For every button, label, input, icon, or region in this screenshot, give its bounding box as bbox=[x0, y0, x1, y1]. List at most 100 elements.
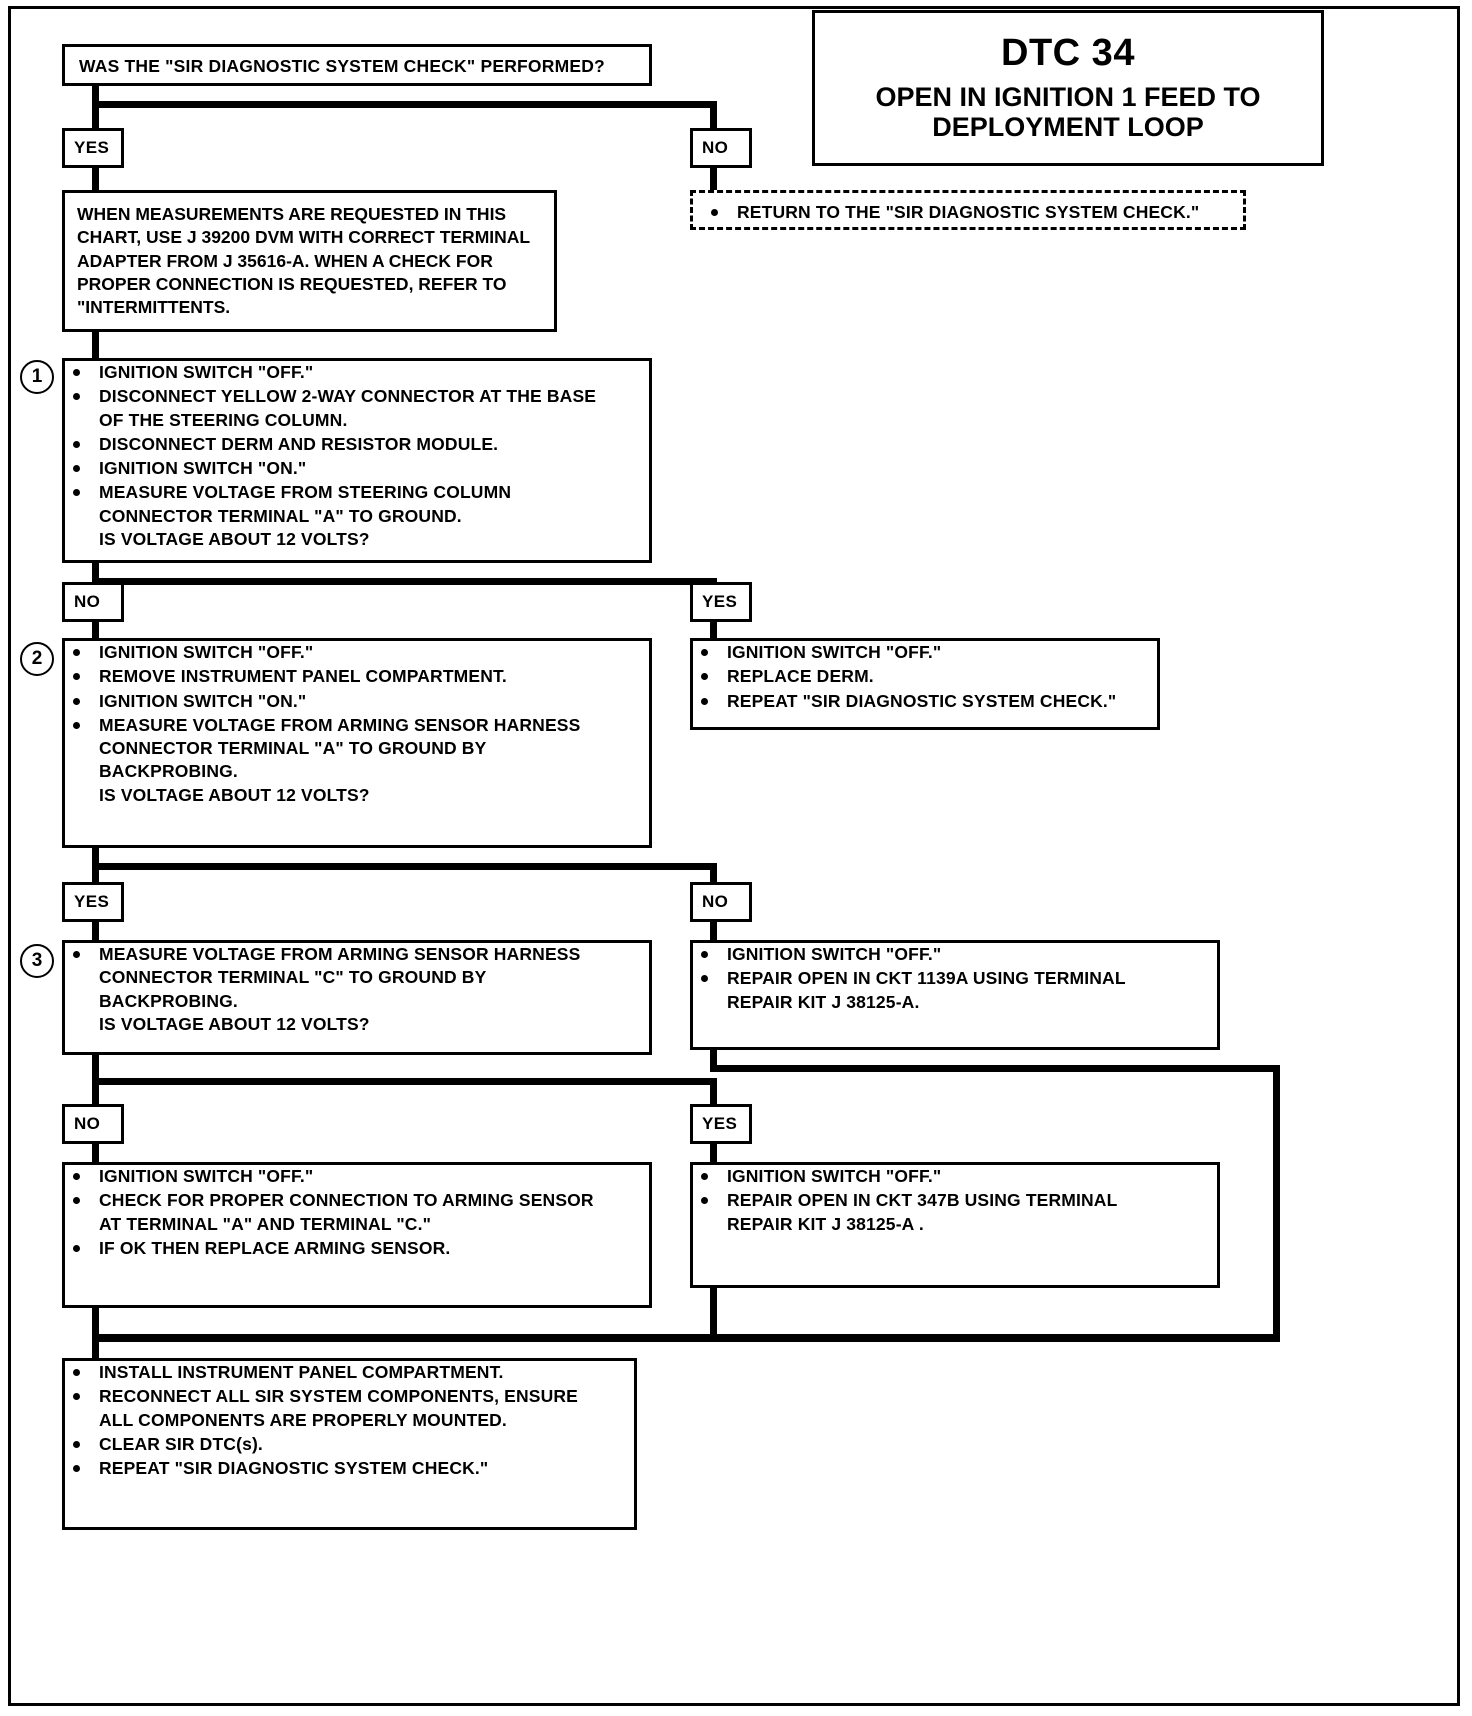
list-item: REPLACE DERM. bbox=[693, 665, 1157, 688]
branch-no-step2: NO bbox=[690, 882, 752, 922]
connector-step2-horizontal bbox=[92, 863, 717, 870]
connector-q-down bbox=[92, 86, 99, 108]
step-number-1: 1 bbox=[20, 360, 54, 394]
branch-label: NO bbox=[74, 592, 101, 611]
list-item: IGNITION SWITCH "OFF." bbox=[65, 641, 649, 664]
list-item: IGNITION SWITCH "ON." bbox=[65, 457, 649, 480]
note-text: WHEN MEASUREMENTS ARE REQUESTED IN THIS … bbox=[77, 204, 530, 318]
connector-step2-down bbox=[92, 848, 99, 870]
connector-ckt1139-down bbox=[710, 1050, 717, 1072]
step2-box: IGNITION SWITCH "OFF." REMOVE INSTRUMENT… bbox=[62, 638, 652, 848]
connector-ckt1139-right bbox=[710, 1065, 1280, 1072]
connector-step3-yes-to-box bbox=[710, 1144, 717, 1164]
connector-step3-no-to-box bbox=[92, 1144, 99, 1164]
branch-no-step1: NO bbox=[62, 582, 124, 622]
list-item: DISCONNECT DERM AND RESISTOR MODULE. bbox=[65, 433, 649, 456]
branch-label: NO bbox=[74, 1114, 101, 1133]
dtc-description: OPEN IN IGNITION 1 FEED TO DEPLOYMENT LO… bbox=[875, 81, 1261, 142]
final-list: INSTALL INSTRUMENT PANEL COMPARTMENT. RE… bbox=[65, 1361, 634, 1480]
list-item: RECONNECT ALL SIR SYSTEM COMPONENTS, ENS… bbox=[65, 1385, 634, 1432]
connector-yes-to-note bbox=[92, 168, 99, 192]
return-box-list: RETURN TO THE "SIR DIAGNOSTIC SYSTEM CHE… bbox=[693, 193, 1243, 224]
step3-box: MEASURE VOLTAGE FROM ARMING SENSOR HARNE… bbox=[62, 940, 652, 1055]
list-item: REPEAT "SIR DIAGNOSTIC SYSTEM CHECK." bbox=[693, 690, 1157, 713]
dtc-code: DTC 34 bbox=[1001, 31, 1135, 74]
branch-label: YES bbox=[74, 138, 110, 157]
list-item: REPAIR OPEN IN CKT 347B USING TERMINAL R… bbox=[693, 1189, 1217, 1236]
branch-label: NO bbox=[702, 138, 729, 157]
branch-label: NO bbox=[702, 892, 729, 911]
connector-step1-yes-to-box bbox=[710, 622, 717, 640]
list-item: IGNITION SWITCH "OFF." bbox=[693, 1165, 1217, 1188]
connector-step1-down bbox=[92, 563, 99, 585]
step1-list: IGNITION SWITCH "OFF." DISCONNECT YELLOW… bbox=[65, 361, 649, 551]
step3-no-box: IGNITION SWITCH "OFF." CHECK FOR PROPER … bbox=[62, 1162, 652, 1308]
branch-yes-q: YES bbox=[62, 128, 124, 168]
step-number-label: 1 bbox=[31, 366, 43, 387]
branch-no-q: NO bbox=[690, 128, 752, 168]
connector-step1-horizontal bbox=[92, 578, 717, 585]
connector-step3-no-down bbox=[92, 1078, 99, 1106]
connector-step3-horizontal bbox=[92, 1078, 717, 1085]
step2-no-box: IGNITION SWITCH "OFF." REPAIR OPEN IN CK… bbox=[690, 940, 1220, 1050]
connector-step2-no-down bbox=[710, 863, 717, 885]
question-text: WAS THE "SIR DIAGNOSTIC SYSTEM CHECK" PE… bbox=[79, 56, 605, 76]
branch-label: YES bbox=[702, 592, 738, 611]
step3-list: MEASURE VOLTAGE FROM ARMING SENSOR HARNE… bbox=[65, 943, 649, 1036]
final-box: INSTALL INSTRUMENT PANEL COMPARTMENT. RE… bbox=[62, 1358, 637, 1530]
branch-yes-step1: YES bbox=[690, 582, 752, 622]
branch-no-step3: NO bbox=[62, 1104, 124, 1144]
list-item: MEASURE VOLTAGE FROM ARMING SENSOR HARNE… bbox=[65, 714, 649, 807]
connector-q-no-down bbox=[710, 101, 717, 129]
question-box: WAS THE "SIR DIAGNOSTIC SYSTEM CHECK" PE… bbox=[62, 44, 652, 86]
list-item: CLEAR SIR DTC(s). bbox=[65, 1433, 634, 1456]
list-item: IGNITION SWITCH "OFF." bbox=[693, 641, 1157, 664]
branch-yes-step2: YES bbox=[62, 882, 124, 922]
branch-label: YES bbox=[74, 892, 110, 911]
step1-yes-box: IGNITION SWITCH "OFF." REPLACE DERM. REP… bbox=[690, 638, 1160, 730]
note-box: WHEN MEASUREMENTS ARE REQUESTED IN THIS … bbox=[62, 190, 557, 332]
connector-merge-bus bbox=[92, 1334, 1280, 1342]
list-item: IF OK THEN REPLACE ARMING SENSOR. bbox=[65, 1237, 649, 1260]
connector-step2-yes-down bbox=[92, 863, 99, 885]
branch-yes-step3: YES bbox=[690, 1104, 752, 1144]
step1-box: IGNITION SWITCH "OFF." DISCONNECT YELLOW… bbox=[62, 358, 652, 563]
step-number-3: 3 bbox=[20, 944, 54, 978]
list-item: IGNITION SWITCH "ON." bbox=[65, 690, 649, 713]
list-item: INSTALL INSTRUMENT PANEL COMPARTMENT. bbox=[65, 1361, 634, 1384]
list-item: MEASURE VOLTAGE FROM ARMING SENSOR HARNE… bbox=[65, 943, 649, 1036]
connector-right-bus-vertical bbox=[1273, 1065, 1280, 1340]
step3-no-list: IGNITION SWITCH "OFF." CHECK FOR PROPER … bbox=[65, 1165, 649, 1260]
connector-no-to-return bbox=[710, 168, 717, 192]
connector-q-yes-down bbox=[92, 101, 99, 129]
step3-yes-list: IGNITION SWITCH "OFF." REPAIR OPEN IN CK… bbox=[693, 1165, 1217, 1236]
step1-yes-list: IGNITION SWITCH "OFF." REPLACE DERM. REP… bbox=[693, 641, 1157, 713]
list-item: IGNITION SWITCH "OFF." bbox=[65, 1165, 649, 1188]
connector-q-horizontal bbox=[92, 101, 717, 108]
list-item: IGNITION SWITCH "OFF." bbox=[65, 361, 649, 384]
connector-step3-yes-to-merge bbox=[710, 1288, 717, 1340]
page-border bbox=[8, 6, 1460, 1706]
step-number-label: 3 bbox=[31, 950, 43, 971]
title-block: DTC 34 OPEN IN IGNITION 1 FEED TO DEPLOY… bbox=[812, 10, 1324, 166]
list-item: DISCONNECT YELLOW 2-WAY CONNECTOR AT THE… bbox=[65, 385, 649, 432]
step3-yes-box: IGNITION SWITCH "OFF." REPAIR OPEN IN CK… bbox=[690, 1162, 1220, 1288]
list-item: REPEAT "SIR DIAGNOSTIC SYSTEM CHECK." bbox=[65, 1457, 634, 1480]
connector-step3-yes-down bbox=[710, 1078, 717, 1106]
list-item: REPAIR OPEN IN CKT 1139A USING TERMINAL … bbox=[693, 967, 1217, 1014]
connector-note-to-step1 bbox=[92, 332, 99, 360]
list-item: REMOVE INSTRUMENT PANEL COMPARTMENT. bbox=[65, 665, 649, 688]
step2-list: IGNITION SWITCH "OFF." REMOVE INSTRUMENT… bbox=[65, 641, 649, 807]
branch-label: YES bbox=[702, 1114, 738, 1133]
step2-no-list: IGNITION SWITCH "OFF." REPAIR OPEN IN CK… bbox=[693, 943, 1217, 1014]
list-item: RETURN TO THE "SIR DIAGNOSTIC SYSTEM CHE… bbox=[703, 201, 1235, 224]
connector-step2-yes-to-step3 bbox=[92, 922, 99, 942]
connector-step1-no-to-step2 bbox=[92, 622, 99, 640]
connector-step3-down bbox=[92, 1055, 99, 1085]
return-box: RETURN TO THE "SIR DIAGNOSTIC SYSTEM CHE… bbox=[690, 190, 1246, 230]
step-number-label: 2 bbox=[31, 648, 43, 669]
connector-step2-no-to-box bbox=[710, 922, 717, 942]
list-item: IGNITION SWITCH "OFF." bbox=[693, 943, 1217, 966]
step-number-2: 2 bbox=[20, 642, 54, 676]
